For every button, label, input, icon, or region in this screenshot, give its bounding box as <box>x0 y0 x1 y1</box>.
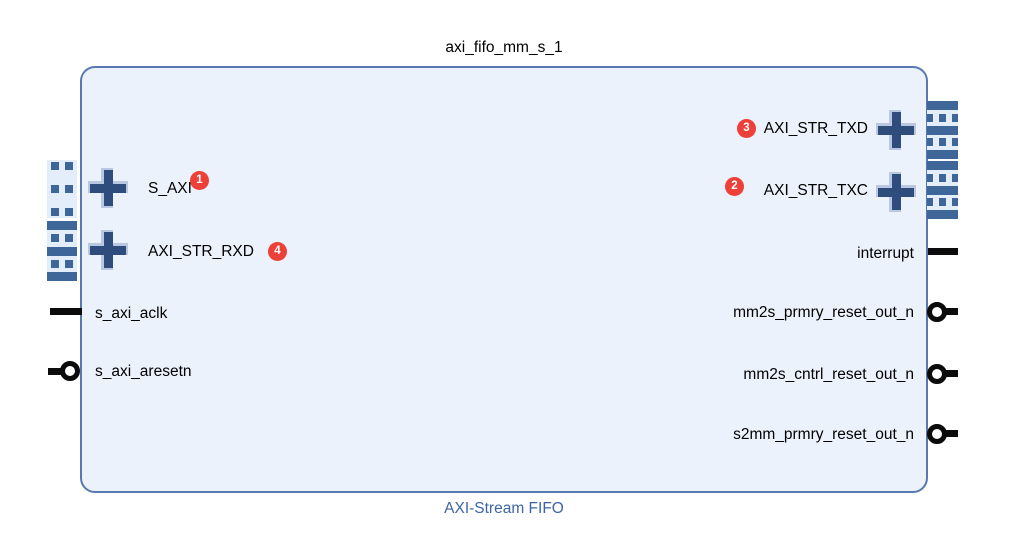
mm2s-prmry-reset-pin-stub[interactable] <box>945 308 958 315</box>
interface-label-axi-str-rxd: AXI_STR_RXD <box>148 243 254 260</box>
connector-bar <box>927 210 958 219</box>
axi-str-txc-expand-plus-icon[interactable] <box>876 172 916 212</box>
axi-str-txd-expand-plus-icon[interactable] <box>876 110 916 150</box>
axi-str-rxd-external-connector-icon[interactable] <box>47 221 77 281</box>
connector-bar <box>927 101 958 110</box>
s-axi-aresetn-pin-stub[interactable] <box>48 368 62 375</box>
ip-type-name: AXI-Stream FIFO <box>444 500 564 517</box>
interface-label-axi-str-txd: AXI_STR_TXD <box>763 120 868 137</box>
s-axi-aclk-pin-stub[interactable] <box>50 308 82 315</box>
block-instance-name: axi_fifo_mm_s_1 <box>445 39 563 56</box>
s-axi-external-connector-icon[interactable] <box>47 160 77 218</box>
connector-bar <box>47 246 77 256</box>
connector-dots <box>927 173 958 182</box>
connector-dots <box>47 208 77 216</box>
connector-bar <box>47 221 77 230</box>
mm2s-cntrl-reset-pin-stub[interactable] <box>945 370 958 377</box>
connection-order-badge: 2 <box>725 177 744 196</box>
mm2s-cntrl-reset-active-low-bubble-icon[interactable] <box>927 364 947 384</box>
connector-dots <box>927 198 958 207</box>
axi-str-txd-external-connector-icon[interactable] <box>927 101 958 159</box>
s2mm-prmry-reset-pin-stub[interactable] <box>945 430 958 437</box>
axi-str-txc-external-connector-icon[interactable] <box>927 161 958 219</box>
axi-str-rxd-expand-plus-icon[interactable] <box>88 230 128 270</box>
connection-order-badge: 4 <box>268 242 287 261</box>
interface-label-s-axi: S_AXI <box>148 180 192 197</box>
s2mm-prmry-reset-active-low-bubble-icon[interactable] <box>927 424 947 444</box>
connector-bar <box>927 125 958 135</box>
ip-block-body[interactable] <box>80 66 928 493</box>
connection-order-badge: 1 <box>190 171 209 190</box>
connector-bar <box>927 150 958 159</box>
pin-label-s-axi-aclk: s_axi_aclk <box>95 305 168 322</box>
mm2s-prmry-reset-active-low-bubble-icon[interactable] <box>927 302 947 322</box>
connector-bar <box>927 161 958 170</box>
pin-label-s2mm-prmry-reset-out-n: s2mm_prmry_reset_out_n <box>733 426 914 443</box>
pin-label-mm2s-cntrl-reset-out-n: mm2s_cntrl_reset_out_n <box>743 366 914 383</box>
pin-label-s-axi-aresetn: s_axi_aresetn <box>95 363 192 380</box>
connector-dots <box>927 138 958 147</box>
connector-bar <box>927 185 958 195</box>
s-axi-aresetn-active-low-bubble-icon[interactable] <box>60 361 80 381</box>
connector-dots <box>47 234 77 243</box>
connector-dots <box>47 185 77 193</box>
pin-label-interrupt: interrupt <box>857 245 914 262</box>
interrupt-pin-stub[interactable] <box>928 248 958 255</box>
connector-dots <box>47 162 77 170</box>
connector-dots <box>47 259 77 268</box>
connector-bar <box>47 272 77 281</box>
connector-dots <box>927 113 958 122</box>
pin-label-mm2s-prmry-reset-out-n: mm2s_prmry_reset_out_n <box>733 304 914 321</box>
s-axi-expand-plus-icon[interactable] <box>88 168 128 208</box>
interface-label-axi-str-txc: AXI_STR_TXC <box>763 182 868 199</box>
connection-order-badge: 3 <box>737 119 756 138</box>
